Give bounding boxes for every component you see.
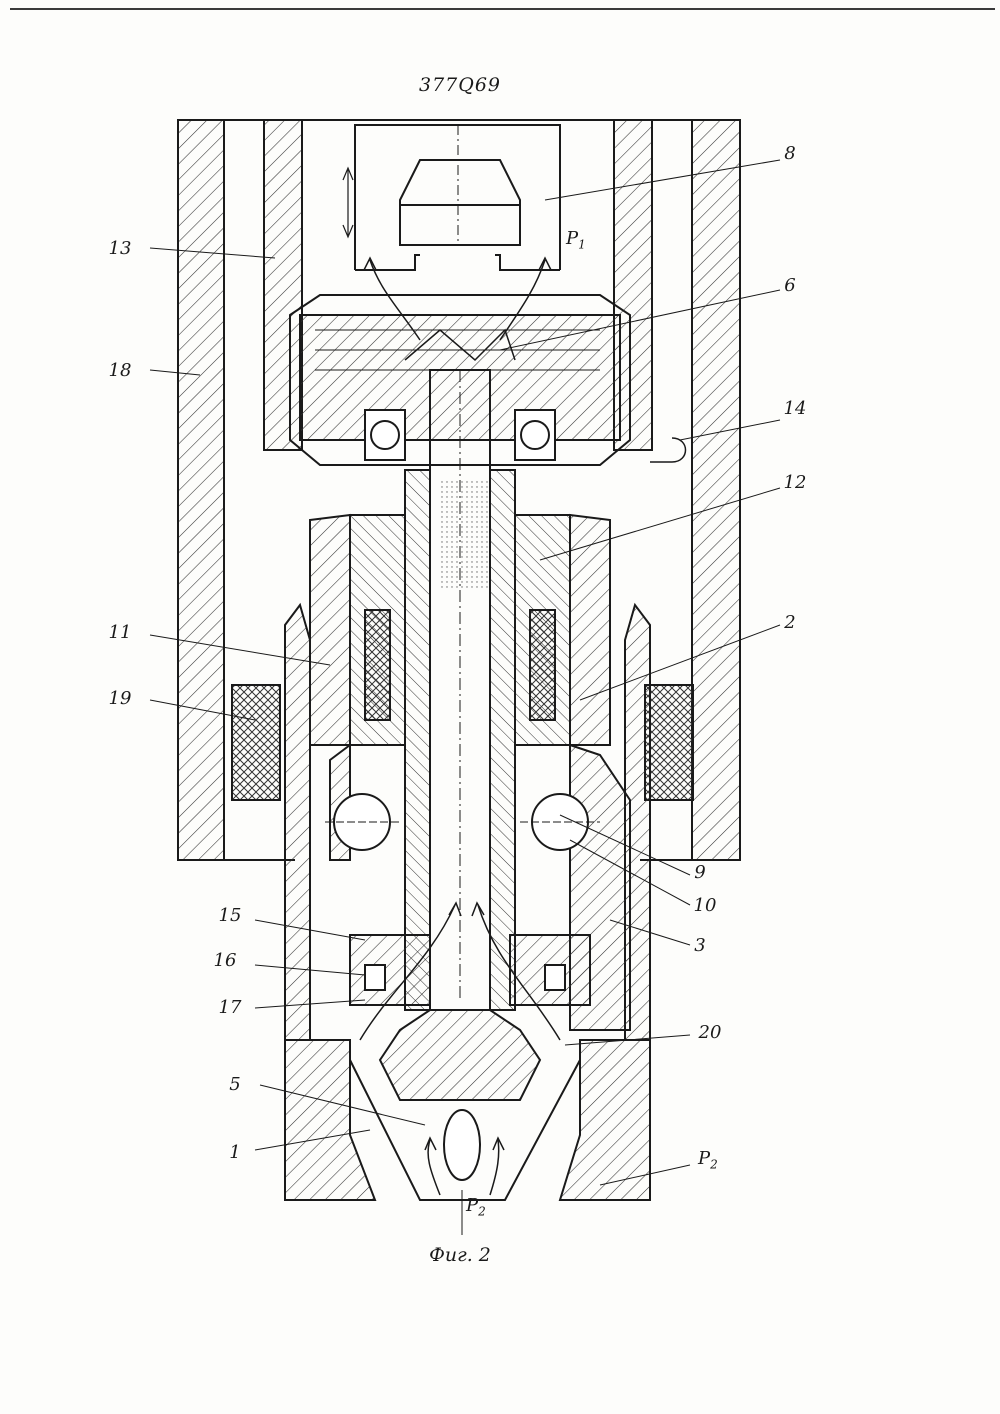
seal-block-15	[350, 935, 590, 1005]
pressure-p2-bottom-index: 2	[478, 1205, 486, 1219]
ball-bearing-9-10	[325, 794, 600, 850]
pressure-p2-right: P2	[698, 1148, 718, 1172]
label-1: 1	[215, 1142, 255, 1163]
label-3: 3	[680, 935, 720, 956]
pressure-p2-bottom: P2	[466, 1195, 486, 1219]
rotation-arrow-14	[650, 438, 686, 462]
pressure-p2-right-symbol: P	[698, 1148, 710, 1169]
label-6: 6	[770, 275, 810, 296]
label-9: 9	[680, 862, 720, 883]
label-14: 14	[775, 398, 815, 419]
label-2: 2	[770, 612, 810, 633]
label-13: 13	[100, 238, 140, 259]
label-17: 17	[210, 997, 250, 1018]
label-11: 11	[100, 622, 140, 643]
pressure-p1-index: 1	[578, 238, 586, 252]
label-5: 5	[215, 1074, 255, 1095]
label-19: 19	[100, 688, 140, 709]
rotor-head-6	[290, 258, 630, 465]
label-16: 16	[205, 950, 245, 971]
pressure-p1-symbol: P	[566, 228, 578, 249]
valve-chamber-8	[343, 125, 560, 270]
label-10: 10	[685, 895, 725, 916]
pressure-p2-right-index: 2	[710, 1158, 718, 1172]
pressure-p2-bottom-symbol: P	[466, 1195, 478, 1216]
label-18: 18	[100, 360, 140, 381]
figure-caption: Фиг. 2	[400, 1244, 520, 1266]
label-8: 8	[770, 143, 810, 164]
pressure-p1: P1	[566, 228, 586, 252]
label-20: 20	[690, 1022, 730, 1043]
label-15: 15	[210, 905, 250, 926]
label-12: 12	[775, 472, 815, 493]
